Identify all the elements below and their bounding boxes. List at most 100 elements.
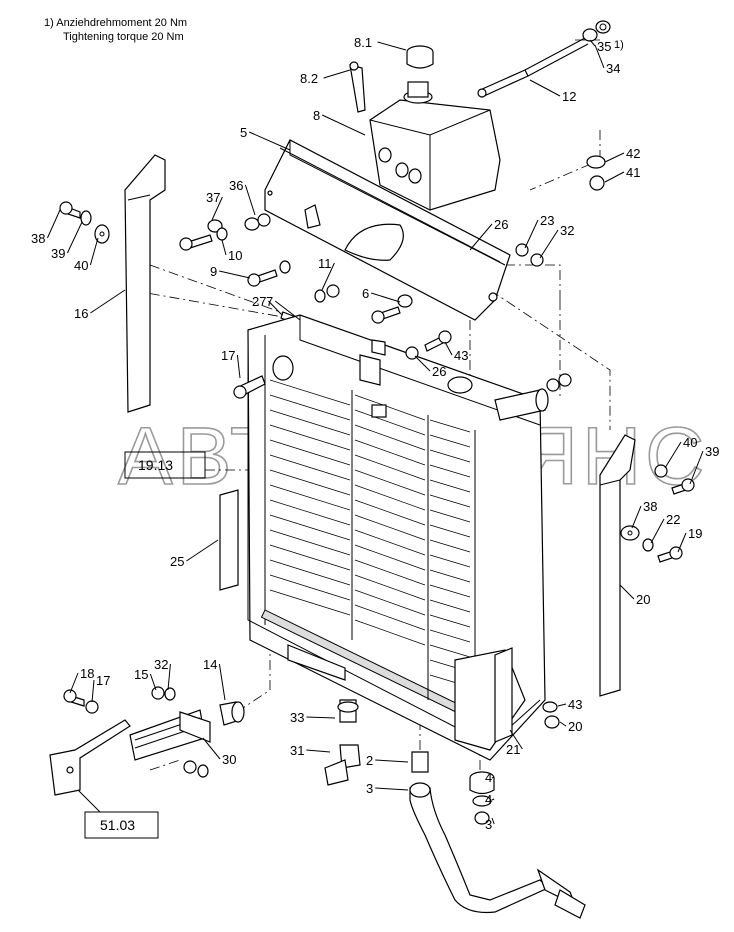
callout-21-label: 21 [506, 742, 520, 757]
callout-leader [650, 518, 665, 544]
callout-30-label: 30 [222, 752, 236, 767]
callout-leader [221, 239, 227, 256]
callout-leader [491, 776, 495, 779]
callout-38-label: 38 [643, 499, 657, 514]
callout-leader [46, 209, 61, 239]
callout-leader [491, 817, 495, 825]
callout-40-label: 40 [74, 258, 88, 273]
callout-leader [589, 39, 596, 47]
callout-3-label: 3 [485, 817, 492, 832]
callout-leader [444, 341, 453, 356]
callout-17-label: 17 [221, 348, 235, 363]
callout-leader [268, 300, 283, 316]
callout-leader [91, 679, 95, 703]
callout-leader [66, 221, 83, 254]
reference-box-1913: 19.13 [124, 451, 206, 479]
callout-leader [689, 450, 704, 485]
callout-20-label: 20 [636, 592, 650, 607]
reference-box-5103: 51.03 [77, 789, 159, 839]
callout-leader [321, 262, 335, 291]
callout-leader [557, 703, 567, 707]
callout-42-label: 42 [626, 146, 640, 161]
callout-leader [306, 749, 331, 753]
callout-leader [186, 539, 219, 562]
callout-16-label: 16 [74, 306, 88, 321]
callout-39-label: 39 [705, 444, 719, 459]
drain-fittings [324, 699, 361, 786]
side-pads [219, 489, 513, 743]
callout-leader [167, 663, 171, 691]
callout-36-label: 36 [229, 178, 243, 193]
expansion-tank [369, 81, 501, 211]
torque-note-en: Tightening torque 20 Nm [63, 31, 184, 43]
callout-leader [248, 131, 291, 151]
callout-8-label: 8 [313, 108, 320, 123]
callout-leader [306, 716, 336, 719]
callout-leader [619, 584, 635, 600]
rubber-mount [469, 771, 495, 825]
callout-leader [89, 237, 99, 266]
upper-bracket [264, 139, 511, 321]
callout-leader [491, 798, 495, 801]
callout-leader [414, 355, 431, 372]
callout-27-label: 27 [252, 294, 266, 309]
vent-hose [349, 61, 366, 113]
callout-18-label: 18 [80, 666, 94, 681]
callout-1-label: 1) [614, 39, 624, 51]
nut-washer-34-35 [582, 20, 611, 42]
callout-leader [321, 114, 366, 136]
callout-leader [539, 229, 559, 259]
callout-41-label: 41 [626, 165, 640, 180]
callout-39-label: 39 [51, 246, 65, 261]
callout-leader [323, 69, 351, 79]
radiator [247, 314, 549, 761]
callout-11-label: 11 [318, 256, 332, 271]
callout-6-label: 6 [362, 286, 369, 301]
callout-32-label: 32 [560, 223, 574, 238]
callout-leader [274, 300, 301, 321]
callout-3-label: 3 [366, 781, 373, 796]
callout-19-label: 19 [688, 526, 702, 541]
callout-12-label: 12 [562, 89, 576, 104]
callout-leader [664, 441, 682, 469]
gas-spring [477, 37, 589, 98]
callout-35-label: 35 [597, 39, 611, 54]
callout-10-label: 10 [228, 248, 242, 263]
callout-leader [604, 171, 625, 183]
radiator-core [269, 379, 471, 700]
callout-leader [375, 787, 409, 791]
callout-leader [529, 79, 561, 97]
callout-leader [375, 759, 409, 763]
svg-text:19.13: 19.13 [138, 457, 173, 473]
callout-33-label: 33 [290, 710, 304, 725]
callout-leader [371, 292, 401, 303]
callout-leader [377, 41, 407, 51]
callout-leader [677, 532, 687, 553]
callout-34-label: 34 [606, 61, 620, 76]
callout-40-label: 40 [683, 435, 697, 450]
callout-leader [509, 729, 523, 750]
callout-37-label: 37 [206, 190, 220, 205]
torque-note-de: 1) Anziehdrehmoment 20 Nm [44, 17, 187, 29]
callout-leader [631, 505, 642, 529]
callout-leader [219, 270, 251, 279]
mount-bracket [49, 709, 211, 796]
callout-leader [211, 196, 223, 221]
callout-7-label: 7 [266, 294, 273, 309]
callout-82-label: 8.2 [300, 71, 318, 86]
callout-15-label: 15 [134, 667, 148, 682]
callout-4-label: 4 [485, 770, 492, 785]
callout-17-label: 17 [96, 673, 110, 688]
callout-leader [604, 152, 625, 163]
callout-81-label: 8.1 [354, 35, 372, 50]
callout-22-label: 22 [666, 512, 680, 527]
callout-leader [202, 737, 221, 760]
callout-31-label: 31 [290, 743, 304, 758]
filler-cap [406, 45, 434, 69]
callout-leader [524, 219, 539, 249]
callout-32-label: 32 [154, 657, 168, 672]
callout-26-label: 26 [432, 364, 446, 379]
callout-leader [218, 663, 226, 701]
